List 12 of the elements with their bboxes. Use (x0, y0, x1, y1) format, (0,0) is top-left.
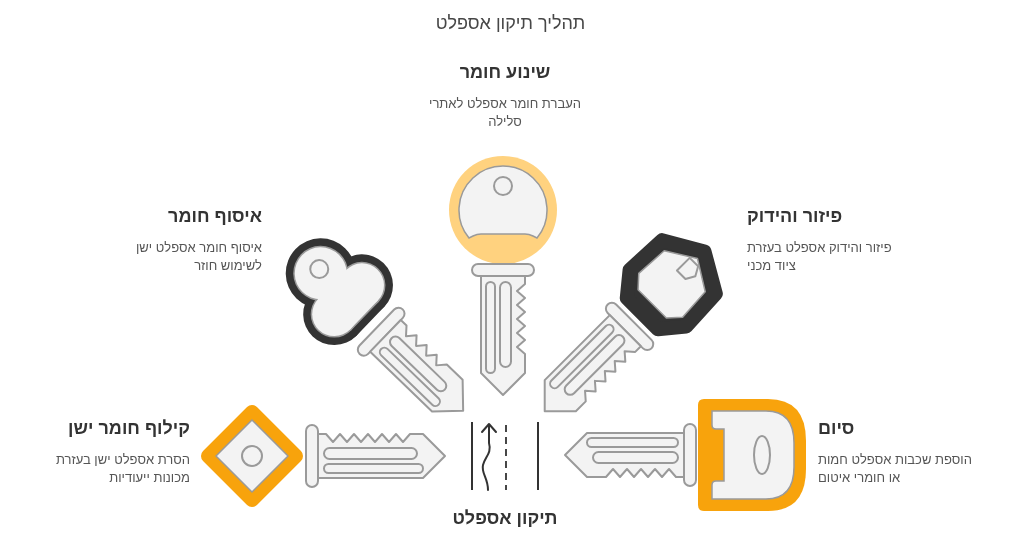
step-description: איסוף חומר אספלט ישן לשימוש חוזר (134, 239, 262, 275)
step-title: סיום (818, 417, 855, 439)
step-title: שינוע חומר (459, 61, 551, 83)
step-description: הסרת אספלט ישן בעזרת מכונות ייעודיות (54, 451, 190, 487)
step-description: הוספת שכבות אספלט חמות או חומרי איטום (818, 451, 973, 487)
step-title: איסוף חומר (168, 205, 262, 227)
step-title: קילוף חומר ישן (68, 417, 190, 439)
center-label: תיקון אספלט (452, 507, 558, 529)
step-description: העברת חומר אספלט לאתרי סלילה (428, 95, 582, 131)
diagram-title: תהליך תיקון אספלט (435, 12, 586, 35)
step-title: פיזור והידוק (747, 205, 843, 227)
step-description: פיזור והידוק אספלט בעזרת ציוד מכני (747, 239, 893, 275)
